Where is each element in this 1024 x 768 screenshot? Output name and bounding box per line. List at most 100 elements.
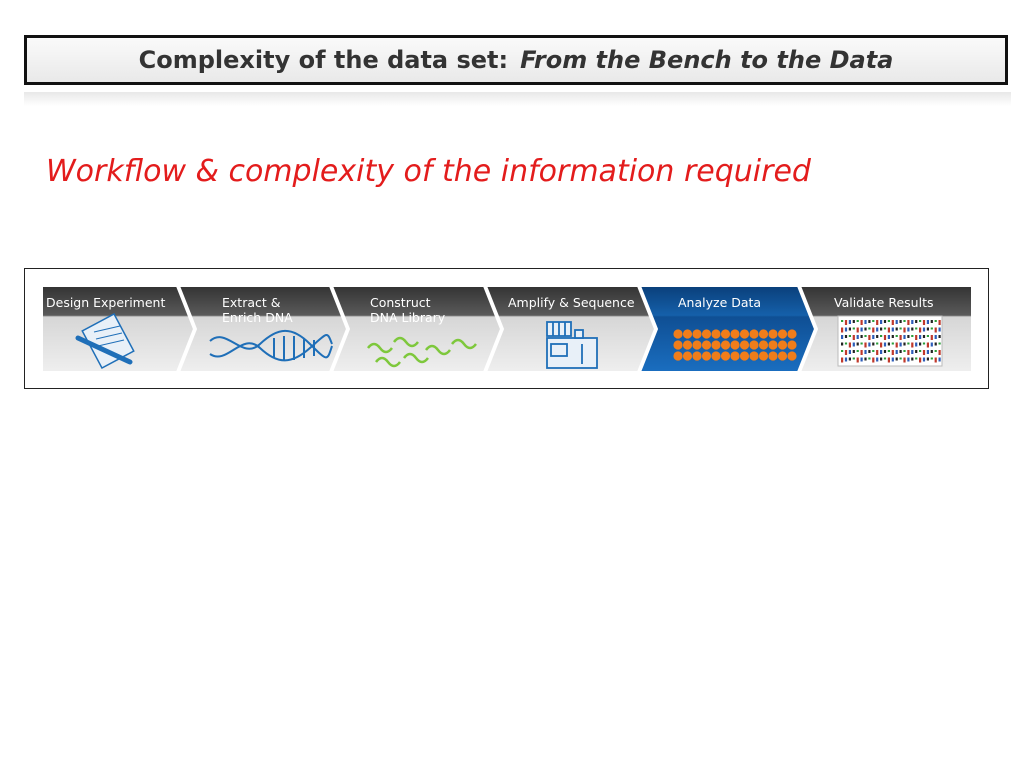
trace-mark	[895, 327, 898, 331]
trace-mark	[907, 357, 910, 362]
trace-mark	[852, 357, 855, 360]
trace-mark	[852, 342, 855, 347]
orange-dot	[692, 340, 702, 350]
trace-mark	[926, 342, 929, 348]
trace-mark	[891, 350, 894, 355]
trace-mark	[919, 320, 922, 322]
orange-dot	[730, 340, 740, 350]
slide-title: Complexity of the data set: From the Ben…	[24, 35, 1008, 85]
trace-mark	[926, 350, 929, 354]
workflow-strip: Design Experiment Extract & Enrich DNA	[42, 286, 972, 372]
trace-mark	[907, 320, 910, 325]
trace-mark	[880, 335, 883, 337]
trace-mark	[876, 327, 879, 332]
trace-mark	[919, 342, 922, 346]
trace-mark	[844, 335, 848, 338]
trace-mark	[876, 342, 879, 345]
trace-mark	[891, 327, 894, 332]
trace-mark	[903, 350, 906, 352]
trace-mark	[903, 342, 906, 346]
trace-mark	[880, 350, 883, 354]
trace-mark	[891, 335, 894, 338]
orange-dot	[787, 351, 797, 361]
orange-dot	[701, 351, 712, 361]
trace-mark	[911, 350, 914, 354]
slide-subtitle: Workflow & complexity of the information…	[46, 154, 811, 189]
trace-mark	[922, 342, 926, 345]
orange-dot	[749, 351, 759, 361]
orange-dot	[673, 340, 683, 350]
document-pen-icon	[75, 312, 135, 370]
trace-mark	[903, 327, 906, 333]
trace-mark	[922, 327, 926, 332]
orange-dot	[682, 351, 693, 361]
trace-mark	[887, 327, 890, 333]
orange-dot	[692, 329, 702, 339]
dna-helix-icon	[209, 329, 333, 362]
trace-mark	[907, 327, 910, 332]
trace-mark	[844, 350, 848, 355]
orange-dot	[787, 340, 797, 350]
orange-dot	[777, 340, 788, 350]
trace-mark	[856, 320, 859, 322]
trace-mark	[891, 320, 894, 325]
trace-mark	[876, 357, 879, 362]
trace-mark	[934, 320, 937, 322]
trace-mark	[883, 327, 887, 330]
trace-mark	[844, 357, 848, 362]
step-label-construct-2: DNA Library	[370, 310, 446, 325]
trace-mark	[864, 335, 867, 337]
trace-mark	[868, 357, 871, 360]
trace-mark	[887, 357, 890, 363]
trace-mark	[841, 350, 844, 352]
orange-dot	[730, 329, 740, 339]
trace-mark	[938, 350, 941, 355]
trace-mark	[841, 357, 844, 363]
orange-dot	[682, 340, 693, 350]
trace-mark	[860, 350, 863, 355]
trace-mark	[848, 327, 851, 331]
orange-dot	[787, 329, 797, 339]
trace-mark	[895, 335, 898, 337]
trace-mark	[926, 357, 929, 361]
trace-mark	[934, 327, 937, 333]
trace-mark	[856, 350, 859, 352]
trace-mark	[911, 335, 914, 337]
trace-mark	[841, 335, 844, 339]
trace-mark	[887, 335, 890, 339]
trace-mark	[860, 357, 863, 362]
trace-mark	[934, 342, 937, 346]
trace-mark	[919, 327, 922, 333]
trace-mark	[887, 342, 890, 346]
trace-mark	[891, 342, 894, 345]
trace-mark	[852, 350, 855, 353]
orange-dot-grid-icon	[673, 329, 797, 361]
trace-mark	[930, 342, 933, 347]
orange-dot	[701, 340, 712, 350]
trace-mark	[922, 320, 926, 325]
trace-mark	[895, 357, 898, 361]
trace-mark	[926, 327, 929, 331]
trace-mark	[899, 327, 902, 330]
orange-dot	[768, 351, 778, 361]
trace-mark	[868, 335, 871, 340]
trace-mark	[895, 320, 898, 324]
trace-mark	[868, 350, 871, 353]
workflow-step-validate: Validate Results	[798, 286, 972, 372]
trace-mark	[899, 320, 902, 323]
trace-mark	[915, 342, 918, 347]
orange-dot	[720, 329, 731, 339]
step-label-validate: Validate Results	[834, 295, 933, 310]
trace-mark	[864, 350, 867, 354]
trace-mark	[883, 335, 887, 340]
trace-mark	[899, 342, 902, 347]
orange-dot	[711, 340, 721, 350]
trace-mark	[841, 327, 844, 333]
trace-mark	[872, 320, 875, 322]
trace-mark	[852, 335, 855, 340]
step-label-amplify: Amplify & Sequence	[508, 295, 635, 310]
trace-mark	[883, 320, 887, 323]
trace-mark	[864, 357, 867, 361]
trace-mark	[911, 357, 914, 361]
trace-mark	[844, 327, 848, 332]
